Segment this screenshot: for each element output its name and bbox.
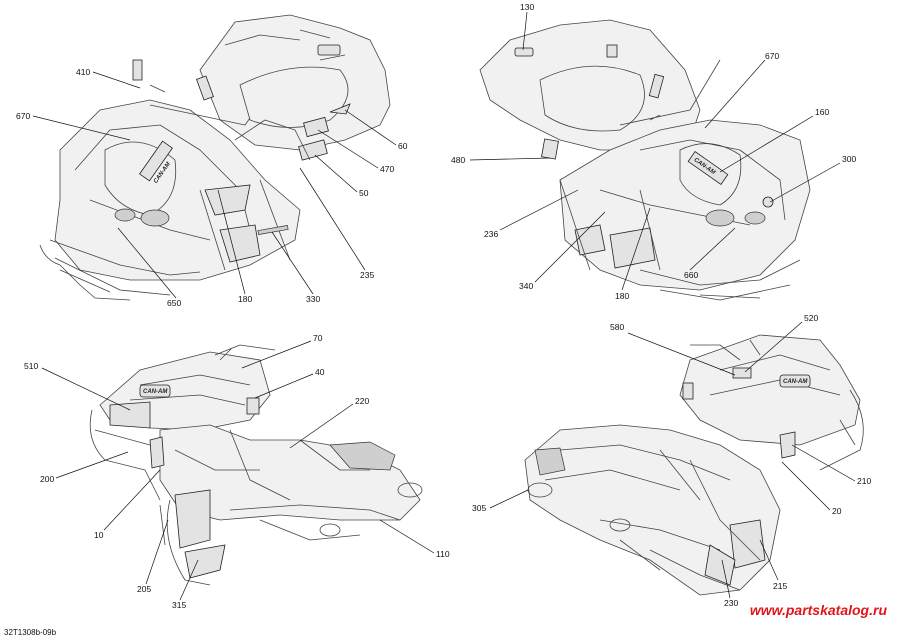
svg-text:180: 180 [615,291,629,301]
svg-text:200: 200 [40,474,54,484]
svg-text:300: 300 [842,154,856,164]
watermark-link[interactable]: www.partskatalog.ru [749,602,887,618]
callout-520: 520 [744,313,818,373]
callout-470: 470 [317,129,394,174]
callout-670: 670 [16,111,131,141]
svg-text:510: 510 [24,361,38,371]
callout-180-right: 180 [615,207,651,301]
svg-text:160: 160 [815,107,829,117]
view-left-side: CAN-AM [89,344,423,586]
callout-20: 20 [781,461,842,516]
svg-text:20: 20 [832,506,842,516]
svg-text:220: 220 [355,396,369,406]
svg-text:60: 60 [398,141,408,151]
svg-text:205: 205 [137,584,151,594]
callout-480: 480 [451,155,551,165]
callout-220: 220 [289,396,369,449]
callout-200: 200 [40,451,129,484]
view-front-right-top: CAN-AM [479,19,811,301]
callout-410: 410 [76,67,141,89]
svg-text:340: 340 [519,281,533,291]
callout-10: 10 [94,469,161,540]
callout-330: 330 [271,231,320,304]
svg-text:70: 70 [313,333,323,343]
callouts-top-right: 130 670 160 300 480 236 340 180 660 [451,2,856,301]
svg-text:50: 50 [359,188,369,198]
logo-bl: CAN-AM [143,389,168,395]
callout-60: 60 [344,109,408,151]
callout-230: 230 [721,559,738,608]
callout-580: 580 [610,322,736,376]
svg-text:480: 480 [451,155,465,165]
callout-650: 650 [117,227,181,308]
svg-text:410: 410 [76,67,90,77]
svg-text:10: 10 [94,530,104,540]
callout-160: 160 [719,107,829,173]
svg-text:110: 110 [436,549,450,559]
view-right-side: CAN-AM [524,334,864,596]
callout-180: 180 [217,189,252,304]
callout-510: 510 [24,361,131,411]
svg-text:660: 660 [684,270,698,280]
callout-50: 50 [314,154,369,198]
svg-text:650: 650 [167,298,181,308]
callout-210: 210 [791,444,871,486]
svg-text:315: 315 [172,600,186,610]
callout-130: 130 [520,2,534,51]
svg-text:670: 670 [765,51,779,61]
svg-text:230: 230 [724,598,738,608]
svg-text:236: 236 [484,229,498,239]
svg-text:580: 580 [610,322,624,332]
svg-text:470: 470 [380,164,394,174]
callout-215: 215 [759,539,787,591]
svg-text:330: 330 [306,294,320,304]
callout-236: 236 [484,189,579,239]
callout-70: 70 [241,333,323,369]
svg-text:235: 235 [360,270,374,280]
callout-205: 205 [137,519,169,594]
callout-40: 40 [254,367,325,399]
callout-315: 315 [172,559,199,610]
callout-340: 340 [519,211,606,291]
view-front-left-top: CAN-AM [39,14,391,301]
svg-text:210: 210 [857,476,871,486]
callout-235: 235 [299,167,374,280]
svg-text:215: 215 [773,581,787,591]
logo-br: CAN-AM [783,379,808,385]
svg-text:520: 520 [804,313,818,323]
svg-text:130: 130 [520,2,534,12]
callout-670-right: 670 [704,51,779,129]
svg-text:180: 180 [238,294,252,304]
svg-text:40: 40 [315,367,325,377]
svg-text:670: 670 [16,111,30,121]
callout-300: 300 [769,154,856,203]
callouts-bottom-right: 580 520 210 20 305 230 215 [472,313,871,608]
callout-660: 660 [684,227,736,280]
callout-110: 110 [379,519,450,559]
callouts-bottom-left: 510 70 40 220 200 10 205 315 110 [24,333,450,610]
drawing-code-label: 32T1308b-09b [4,628,57,637]
callouts-top-left: 410 670 650 180 330 235 50 470 60 [16,67,408,308]
svg-text:305: 305 [472,503,486,513]
callout-305: 305 [472,489,529,513]
